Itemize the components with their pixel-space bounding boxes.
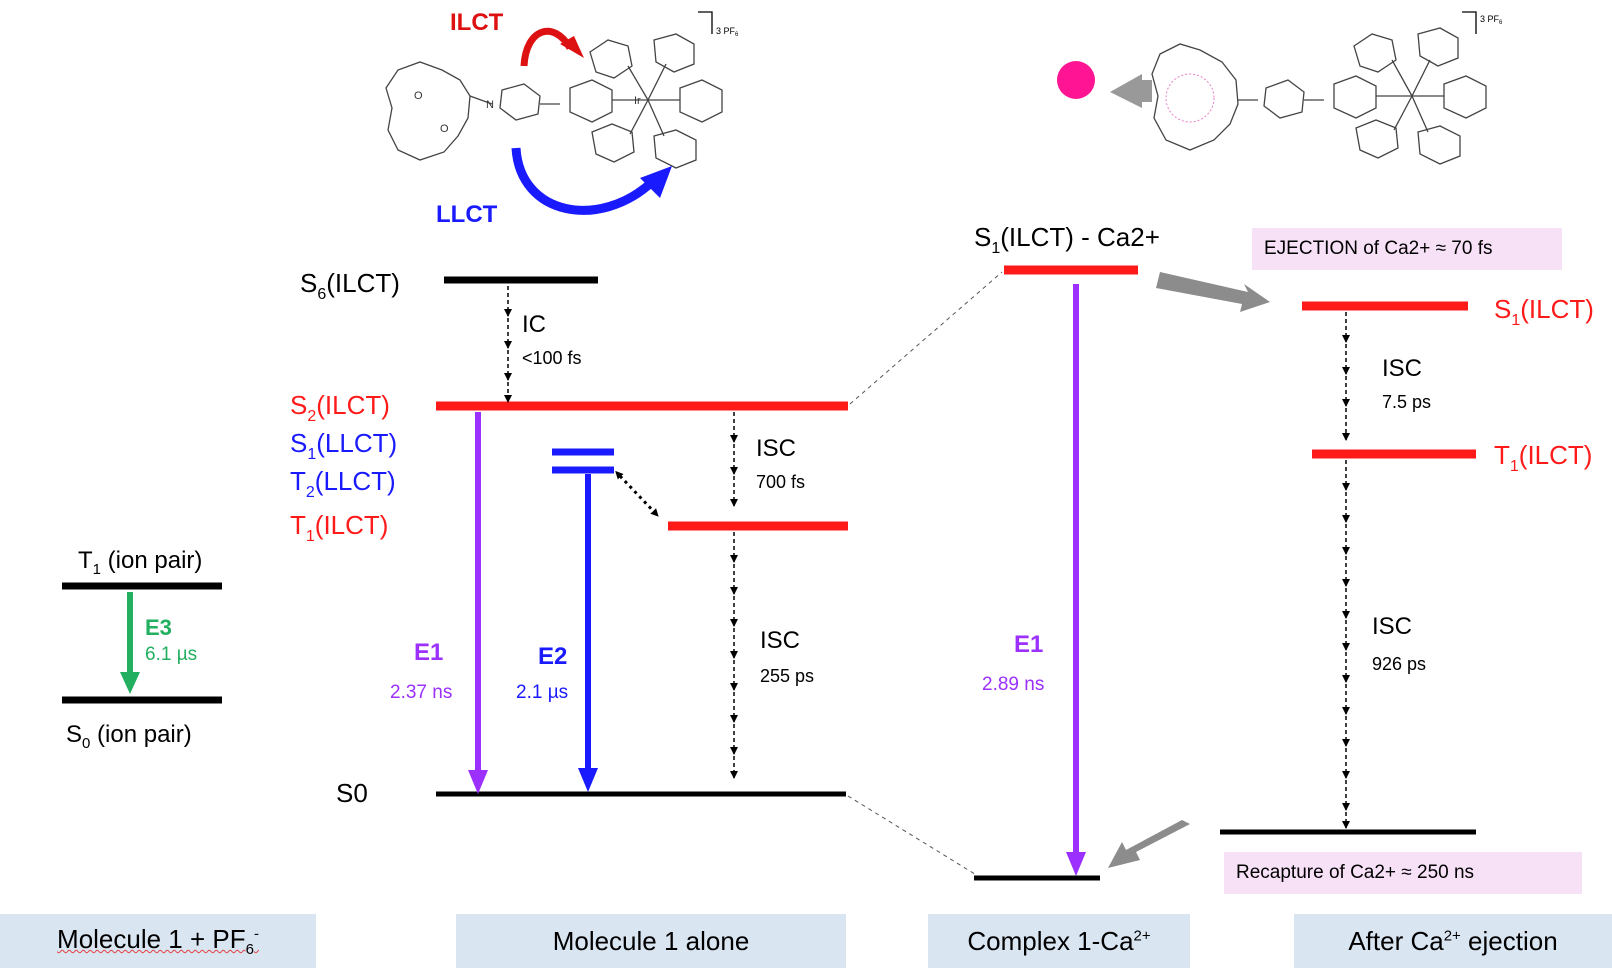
e1-arrow-head	[468, 770, 488, 794]
calcium-ion-ghost	[1165, 73, 1215, 123]
molecule-2-charge: 3 PF6	[1462, 11, 1503, 34]
molecule-1-charge: 3 PF6	[698, 11, 739, 38]
e2-arrow-head	[578, 768, 598, 792]
e3-arrow-head	[120, 672, 140, 694]
ilct-arrow-head	[560, 36, 584, 58]
t1-ilct-label: T1(ILCT)	[290, 510, 388, 545]
complex-e1-arrow-head	[1066, 852, 1086, 876]
after-t1-ilct-label: T1(ILCT)	[1494, 440, 1592, 475]
panel-molecule-pf6: Molecule 1 + PF6-	[0, 914, 316, 968]
after-isc-7-5ps-time: 7.5 ps	[1382, 392, 1431, 412]
e2-label: E2	[538, 643, 567, 670]
complex-e1-label: E1	[1014, 631, 1043, 658]
ic-label: IC	[522, 311, 546, 338]
after-isc-926ps-label: ISC	[1372, 613, 1412, 640]
svg-text:3 PF6: 3 PF6	[1480, 14, 1503, 26]
molecule-2-structure	[1151, 27, 1487, 165]
ic-time: <100 fs	[522, 348, 582, 368]
isc-700fs-time: 700 fs	[756, 472, 805, 492]
e3-lifetime: 6.1 µs	[145, 644, 197, 665]
connector-s0-to-complex-ground	[847, 795, 979, 877]
ilct-curved-arrow	[520, 27, 574, 67]
panel-after-ejection: After Ca2+ ejection	[1294, 914, 1612, 968]
iridium-label: Ir	[634, 95, 641, 107]
llct-arrow-head	[640, 166, 672, 198]
complex-s1-label: S1(ILCT) - Ca2+	[974, 222, 1160, 257]
after-isc-7-5ps-label: ISC	[1382, 355, 1422, 382]
calcium-ion-ejected	[1057, 61, 1095, 99]
t1-ion-pair-label: T1 (ion pair)	[78, 547, 202, 578]
recapture-transfer-arrow	[1108, 820, 1190, 868]
ilct-arrow-label: ILCT	[450, 9, 504, 36]
e1-label: E1	[414, 639, 443, 666]
oxygen-label: O	[414, 90, 423, 102]
panel-after-ejection-label: After Ca2+ ejection	[1348, 925, 1558, 956]
after-s1-ilct-label: S1(ILCT)	[1494, 294, 1594, 329]
panel-molecule-alone: Molecule 1 alone	[456, 914, 846, 968]
nitrogen-label: N	[486, 99, 494, 111]
e2-lifetime: 2.1 µs	[516, 682, 568, 703]
ejection-time-text: EJECTION of Ca2+ ≈ 70 fs	[1264, 238, 1493, 259]
isc-255ps-label: ISC	[760, 627, 800, 654]
t2-llct-label: T2(LLCT)	[290, 466, 396, 501]
ejection-arrow-head	[1110, 74, 1142, 108]
panel-molecule-pf6-label: Molecule 1 + PF6-	[57, 923, 259, 959]
svg-text:3 PF6: 3 PF6	[716, 26, 739, 38]
isc-700fs-label: ISC	[756, 435, 796, 462]
e3-label: E3	[145, 615, 172, 640]
s2-ilct-label: S2(ILCT)	[290, 390, 390, 425]
isc-255ps-time: 255 ps	[760, 666, 814, 686]
e1-lifetime: 2.37 ns	[390, 682, 452, 703]
molecule-1-atom-labels: N Ir O O	[414, 90, 641, 135]
ejection-time-box: EJECTION of Ca2+ ≈ 70 fs	[1252, 228, 1562, 270]
oxygen-label: O	[440, 123, 449, 135]
complex-e1-lifetime: 2.89 ns	[982, 674, 1044, 695]
recapture-time-text: Recapture of Ca2+ ≈ 250 ns	[1236, 862, 1475, 883]
llct-curved-arrow	[511, 147, 656, 215]
s0-ion-pair-label: S0 (ion pair)	[66, 721, 192, 752]
molecule-1-structure	[385, 33, 723, 169]
panel-molecule-alone-label: Molecule 1 alone	[552, 925, 750, 956]
ejection-arrow	[1140, 80, 1152, 102]
s6-ilct-label: S6(ILCT)	[300, 268, 400, 303]
ejection-transfer-arrow	[1156, 272, 1270, 312]
s0-label: S0	[336, 778, 368, 808]
panel-complex-label: Complex 1-Ca2+	[967, 925, 1151, 956]
s1-llct-label: S1(LLCT)	[290, 428, 397, 463]
connector-s2-to-s1-complex	[849, 271, 1003, 405]
panel-complex: Complex 1-Ca2+	[928, 914, 1190, 968]
after-isc-926ps-time: 926 ps	[1372, 654, 1426, 674]
recapture-time-box: Recapture of Ca2+ ≈ 250 ns	[1224, 852, 1582, 894]
llct-arrow-label: LLCT	[436, 201, 498, 228]
llct-ilct-coupling-arrow	[615, 470, 660, 518]
